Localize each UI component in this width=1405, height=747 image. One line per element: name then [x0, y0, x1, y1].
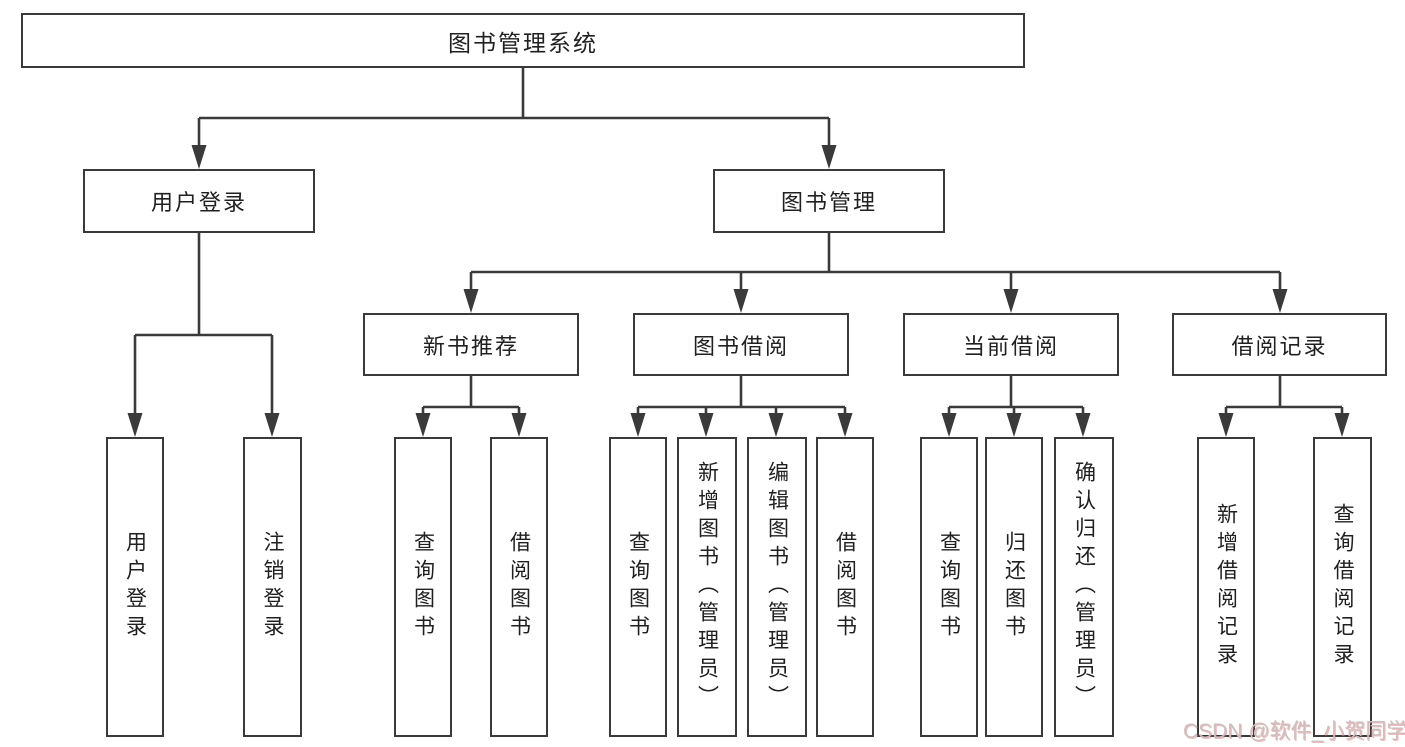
connector-user-login-children	[133, 233, 274, 415]
node-book-borrow: 图书借阅	[633, 313, 849, 376]
leaf-add-borrow-record: 新增借阅记录	[1197, 437, 1255, 737]
arrowheads-new-book-children	[415, 413, 527, 437]
arrowheads-borrow-record-children	[1218, 413, 1350, 437]
leaf-borrow-book-recommend: 借阅图书	[490, 437, 548, 737]
node-borrow-records: 借阅记录	[1172, 313, 1387, 376]
connector-book-borrow-children	[636, 376, 847, 415]
arrowheads-level2	[191, 145, 837, 169]
arrowheads-user-login-children	[127, 413, 280, 437]
arrowheads-book-borrow-children	[630, 413, 853, 437]
watermark: CSDN @软件_小贺同学	[1183, 720, 1405, 743]
node-new-book-recommend: 新书推荐	[363, 313, 579, 376]
connector-root-to-level2	[197, 68, 831, 147]
node-root: 图书管理系统	[21, 13, 1025, 68]
node-current-borrow: 当前借阅	[903, 313, 1119, 376]
arrowheads-book-mgmt-children	[463, 289, 1288, 313]
connector-book-mgmt-children	[469, 233, 1282, 291]
node-book-management: 图书管理	[713, 169, 945, 233]
leaf-query-book-current: 查询图书	[920, 437, 978, 737]
leaf-query-borrow-record: 查询借阅记录	[1313, 437, 1372, 737]
leaf-logout: 注销登录	[243, 437, 302, 737]
node-user-login: 用户登录	[83, 169, 315, 233]
connector-new-book-children	[421, 376, 521, 415]
arrowheads-current-borrow-children	[941, 413, 1091, 437]
leaf-return-book: 归还图书	[985, 437, 1043, 737]
leaf-query-book-recommend: 查询图书	[394, 437, 452, 737]
leaf-query-book-borrow: 查询图书	[609, 437, 667, 737]
connector-borrow-record-children	[1224, 376, 1344, 415]
leaf-borrow-book: 借阅图书	[816, 437, 874, 737]
leaf-user-login: 用户登录	[106, 437, 164, 737]
leaf-edit-book-admin: 编辑图书（管理员）	[747, 437, 807, 737]
leaf-add-book-admin: 新增图书（管理员）	[677, 437, 737, 737]
connector-current-borrow-children	[947, 376, 1085, 415]
leaf-confirm-return-admin: 确认归还（管理员）	[1054, 437, 1114, 737]
